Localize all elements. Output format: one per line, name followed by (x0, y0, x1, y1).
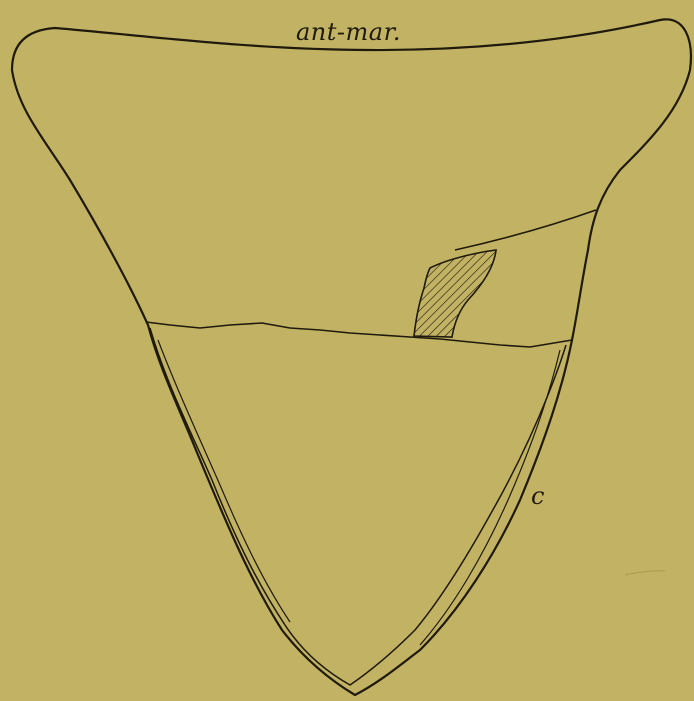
outer-outline (12, 19, 691, 695)
side-c-label: c (531, 482, 544, 510)
hatched-region (414, 250, 496, 337)
middle-fracture-line (146, 322, 572, 347)
faint-mark (625, 571, 665, 575)
upper-crack-line (455, 210, 596, 250)
left-margin-line (158, 340, 290, 622)
anterior-margin-label: ant-mar. (296, 18, 401, 46)
inner-lower-outline (150, 328, 566, 685)
